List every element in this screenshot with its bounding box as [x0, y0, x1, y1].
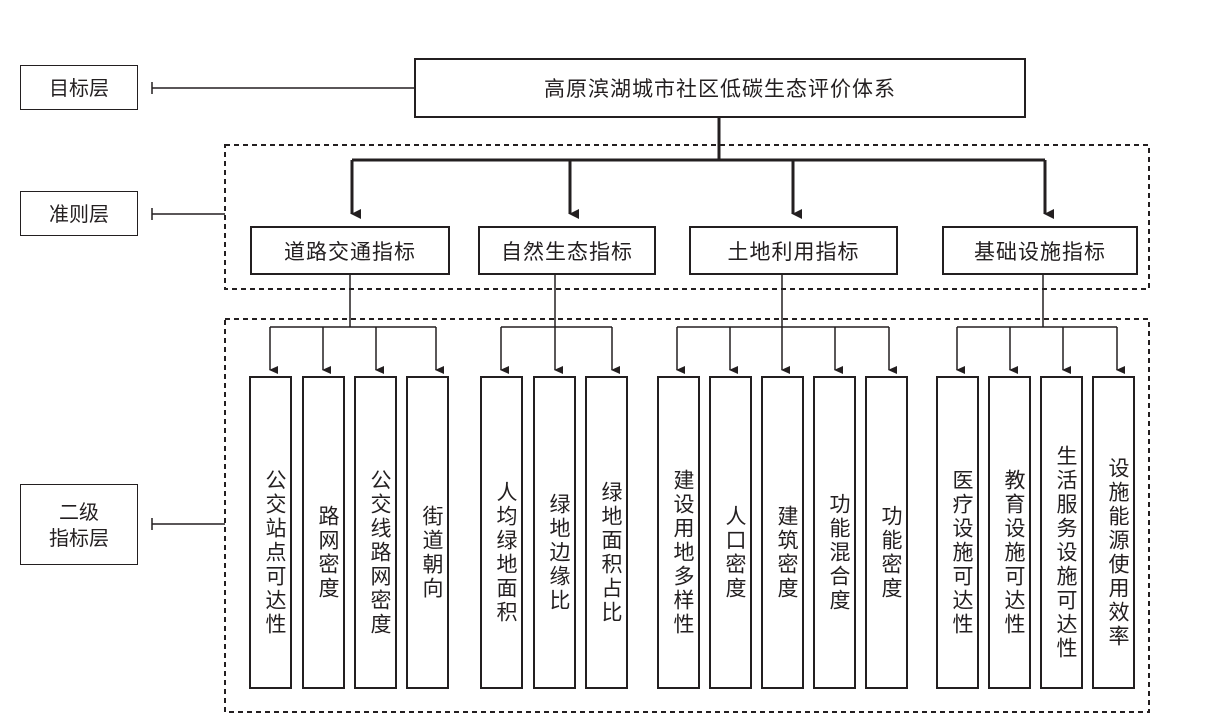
indicator-box: 功能密度	[865, 376, 908, 689]
indicator-label: 街道朝向	[420, 504, 444, 601]
indicator-box: 人均绿地面积	[480, 376, 523, 689]
indicator-box: 公交线路网密度	[354, 376, 397, 689]
indicator-label: 建筑密度	[775, 504, 799, 601]
indicator-box: 公交站点可达性	[249, 376, 292, 689]
indicator-label: 公交站点可达性	[263, 468, 287, 637]
indicator-box: 教育设施可达性	[988, 376, 1031, 689]
indicator-label: 医疗设施可达性	[950, 468, 974, 637]
criteria-layer-label: 准则层	[20, 191, 138, 236]
criteria-label: 基础设施指标	[974, 239, 1106, 264]
indicator-box: 设施能源使用效率	[1092, 376, 1135, 689]
indicator-label: 生活服务设施可达性	[1054, 444, 1078, 661]
indicator-label: 设施能源使用效率	[1106, 456, 1130, 649]
indicator-label: 功能混合度	[827, 492, 851, 613]
goal-title: 高原滨湖城市社区低碳生态评价体系	[544, 77, 896, 101]
criteria-box-infrastructure: 基础设施指标	[942, 226, 1138, 275]
indicator-label: 路网密度	[316, 504, 340, 601]
indicator-label: 功能密度	[879, 504, 903, 601]
indicator-box: 医疗设施可达性	[936, 376, 979, 689]
criteria-box-landuse: 土地利用指标	[689, 226, 898, 275]
indicator-label: 公交线路网密度	[368, 468, 392, 637]
indicator-box: 建设用地多样性	[657, 376, 700, 689]
indicator-box: 人口密度	[709, 376, 752, 689]
indicator-box: 功能混合度	[813, 376, 856, 689]
criteria-label: 自然生态指标	[501, 239, 633, 264]
indicator-label: 人均绿地面积	[494, 480, 518, 625]
indicator-box: 绿地边缘比	[533, 376, 576, 689]
criteria-box-ecology: 自然生态指标	[478, 226, 656, 275]
criteria-to-indicators	[269, 275, 1125, 374]
indicator-label: 教育设施可达性	[1002, 468, 1026, 637]
indicator-label: 人口密度	[723, 504, 747, 601]
indicator-label: 绿地面积占比	[599, 480, 623, 625]
criteria-box-transport: 道路交通指标	[250, 226, 450, 275]
indicator-box: 路网密度	[302, 376, 345, 689]
goal-layer-label: 目标层	[20, 65, 138, 110]
criteria-label: 土地利用指标	[727, 239, 860, 264]
indicator-label: 建设用地多样性	[671, 468, 695, 637]
goal-box: 高原滨湖城市社区低碳生态评价体系	[414, 58, 1026, 118]
indicator-box: 生活服务设施可达性	[1040, 376, 1083, 689]
criteria-label: 道路交通指标	[284, 239, 416, 264]
indicator-label: 绿地边缘比	[547, 492, 571, 613]
layer-leaders	[151, 82, 414, 530]
indicator-box: 建筑密度	[761, 376, 804, 689]
criteria-dashed-frame	[224, 144, 1150, 290]
indicator-box: 街道朝向	[406, 376, 449, 689]
secondary-layer-label: 二级 指标层	[20, 484, 138, 565]
goal-to-criteria	[350, 117, 1054, 219]
indicator-box: 绿地面积占比	[585, 376, 628, 689]
indicator-dashed-frame	[224, 318, 1150, 713]
